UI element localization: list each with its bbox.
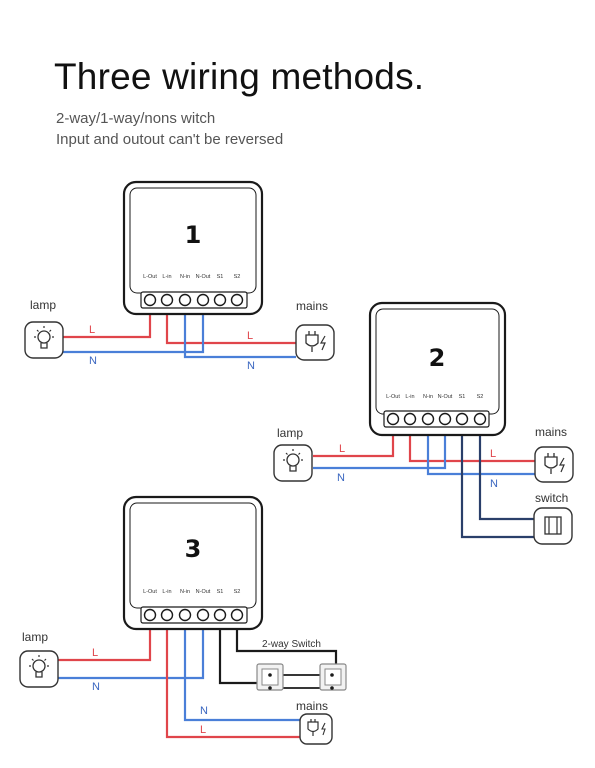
terminal-label-nin: N-in <box>180 589 190 595</box>
wiring-method-1: L N L N 1 L-Out L-in N-in N-Out S1 S2 la… <box>24 180 335 372</box>
wall-switch-icon <box>533 507 573 545</box>
diagram-3-s2-wire <box>235 615 338 667</box>
diagram-3-lamp-label: lamp <box>22 630 48 644</box>
terminal-label-nout: N-Out <box>438 394 453 400</box>
terminal-label-s1: S1 <box>459 394 466 400</box>
plug-icon <box>534 446 574 483</box>
diagram-3-wires <box>58 615 338 739</box>
terminal-label-lin: L-in <box>162 274 171 280</box>
terminal-label-s2: S2 <box>477 394 484 400</box>
terminal-label-s2: S2 <box>234 589 241 595</box>
diagram-3-terminal-block <box>143 608 244 622</box>
subtitle-switch-types: 2-way/1-way/nons witch <box>56 110 216 127</box>
terminal-label-s2: S2 <box>234 274 241 280</box>
diagram-3-mains-L-label: L <box>200 724 206 736</box>
diagram-2-module: 2 L-Out L-in N-in N-Out S1 S2 <box>368 301 507 437</box>
diagram-2-wires <box>313 419 535 539</box>
diagram-2-lamp-N-label: N <box>337 472 345 484</box>
diagram-1-nin-wire <box>183 300 296 359</box>
diagram-2-s2-wire <box>478 419 534 521</box>
terminal-label-s1: S1 <box>217 589 224 595</box>
wiring-method-3: L N N L 3 L-Out L-in N-in N-Out S1 S2 la… <box>19 495 347 745</box>
page-title: Three wiring methods. <box>54 56 425 97</box>
diagram-3-mains-N-label: N <box>200 705 208 717</box>
diagram-1-mains-label: mains <box>296 299 328 313</box>
terminal-label-lout: L-Out <box>143 274 157 280</box>
diagram-2-terminal-block <box>386 412 487 426</box>
diagram-2-lamp-label: lamp <box>277 426 303 440</box>
diagram-3-lamp-L-label: L <box>92 647 98 659</box>
wiring-method-2: L N L N 2 L-Out L-in N-in N-Out S1 S2 la… <box>273 301 574 545</box>
diagram-2-mains-N-label: N <box>490 478 498 490</box>
diagram-3-nin-wire <box>183 615 300 722</box>
module-number-1: 1 <box>185 221 202 249</box>
lightbulb-icon <box>273 444 313 482</box>
terminal-label-lout: L-Out <box>143 589 157 595</box>
diagram-1-mains-N-label: N <box>247 360 255 372</box>
diagram-1-terminal-block <box>143 293 244 307</box>
diagram-3-s1-wire <box>218 615 270 685</box>
terminal-label-nin: N-in <box>180 274 190 280</box>
terminal-label-nout: N-Out <box>196 589 211 595</box>
diagram-1-lamp-label: lamp <box>30 298 56 312</box>
subtitle-warning: Input and outout can't be reversed <box>56 131 284 148</box>
two-way-switch-label: 2-way Switch <box>262 639 321 650</box>
diagram-1-lamp-N-label: N <box>89 355 97 367</box>
module-number-3: 3 <box>185 535 202 563</box>
diagram-1-lamp-L-label: L <box>89 324 95 336</box>
diagram-1-mains-L-label: L <box>247 330 253 342</box>
diagram-2-lamp-L-label: L <box>339 443 345 455</box>
terminal-label-nout: N-Out <box>196 274 211 280</box>
terminal-label-lout: L-Out <box>386 394 400 400</box>
lightbulb-icon <box>19 650 59 688</box>
diagram-3-lamp-N-label: N <box>92 681 100 693</box>
terminal-label-lin: L-in <box>405 394 414 400</box>
diagram-3-mains-label: mains <box>296 699 328 713</box>
diagram-2-switch-label: switch <box>535 491 568 505</box>
diagram-1-module: 1 L-Out L-in N-in N-Out S1 S2 <box>122 180 264 316</box>
two-way-switch-icon <box>256 663 284 691</box>
diagram-2-mains-L-label: L <box>490 448 496 460</box>
diagram-3-lin-wire <box>165 615 300 739</box>
lightbulb-icon <box>24 321 64 359</box>
diagram-2-nin-wire <box>426 419 535 476</box>
plug-icon <box>299 713 333 745</box>
diagram-1-nout-wire <box>63 300 205 354</box>
terminal-label-s1: S1 <box>217 274 224 280</box>
diagram-2-mains-label: mains <box>535 425 567 439</box>
diagram-3-module: 3 L-Out L-in N-in N-Out S1 S2 <box>122 495 264 631</box>
terminal-label-nin: N-in <box>423 394 433 400</box>
diagram-2-s1-wire <box>460 419 534 539</box>
plug-icon <box>295 324 335 361</box>
two-way-switch-icon <box>319 663 347 691</box>
module-number-2: 2 <box>429 344 446 372</box>
diagram-3-nout-wire <box>58 615 205 680</box>
terminal-label-lin: L-in <box>162 589 171 595</box>
